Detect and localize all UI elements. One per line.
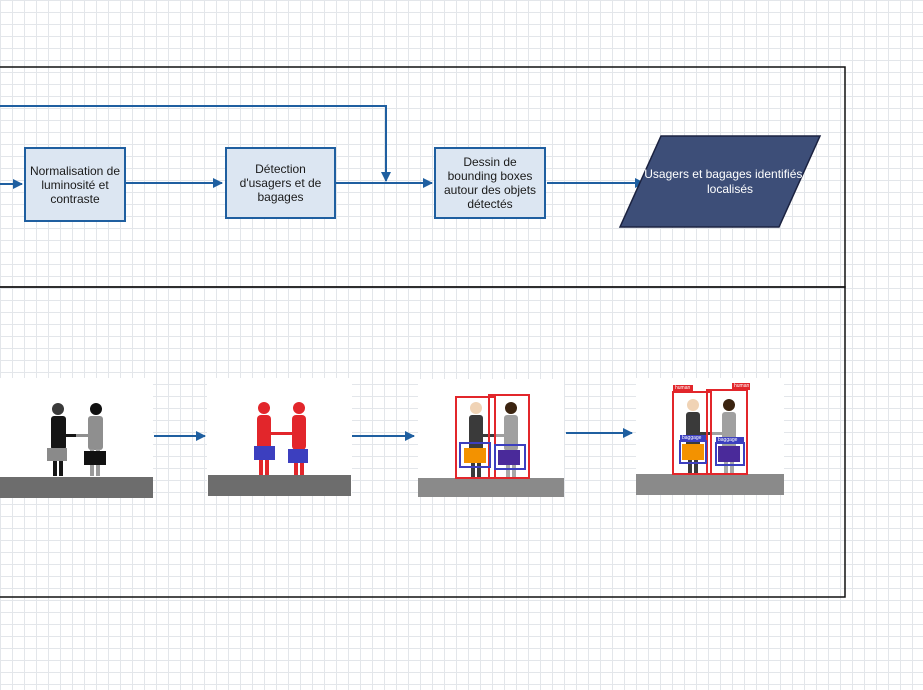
labelled-bag-box-2 xyxy=(715,442,745,466)
handshake-boxes-illustration xyxy=(418,394,564,497)
image-labelled: human human baggage baggage xyxy=(636,378,784,495)
bag-label-1: baggage xyxy=(682,435,702,441)
output-label: Usagers et bagages identifiés et localis… xyxy=(644,167,816,196)
output-parallelogram xyxy=(618,135,822,228)
step-dessin-box: Dessin de bounding boxes autour des obje… xyxy=(434,147,546,219)
handshake-silhouette-illustration xyxy=(208,402,351,496)
handshake-labelled-illustration xyxy=(636,383,784,495)
person-label-1: human xyxy=(675,385,691,391)
step-detection-box: Détection d'usagers et de bagages xyxy=(225,147,336,219)
step-normalisation-label: Normalisation de luminosité et contraste xyxy=(29,163,121,206)
image-bounding-boxes xyxy=(418,379,564,497)
step-detection-label: Détection d'usagers et de bagages xyxy=(239,162,322,204)
image-detection xyxy=(207,378,352,496)
handshake-grayscale-illustration xyxy=(0,403,153,498)
bag-box-2 xyxy=(494,444,526,470)
labelled-person-box-1 xyxy=(672,391,712,475)
person-box-1 xyxy=(455,396,496,479)
labelled-person-box-2 xyxy=(706,389,748,475)
image-original xyxy=(0,378,153,498)
person-box-2 xyxy=(488,394,530,479)
labelled-bag-box-1 xyxy=(679,440,707,464)
bag-label-2: baggage xyxy=(718,437,738,443)
arrow-bypass xyxy=(0,105,391,182)
person-label-2: human xyxy=(734,383,750,389)
bottom-frame xyxy=(0,286,846,598)
step-normalisation-box: Normalisation de luminosité et contraste xyxy=(24,147,126,222)
step-dessin-label: Dessin de bounding boxes autour des obje… xyxy=(443,155,537,211)
bag-box-1 xyxy=(459,442,491,468)
